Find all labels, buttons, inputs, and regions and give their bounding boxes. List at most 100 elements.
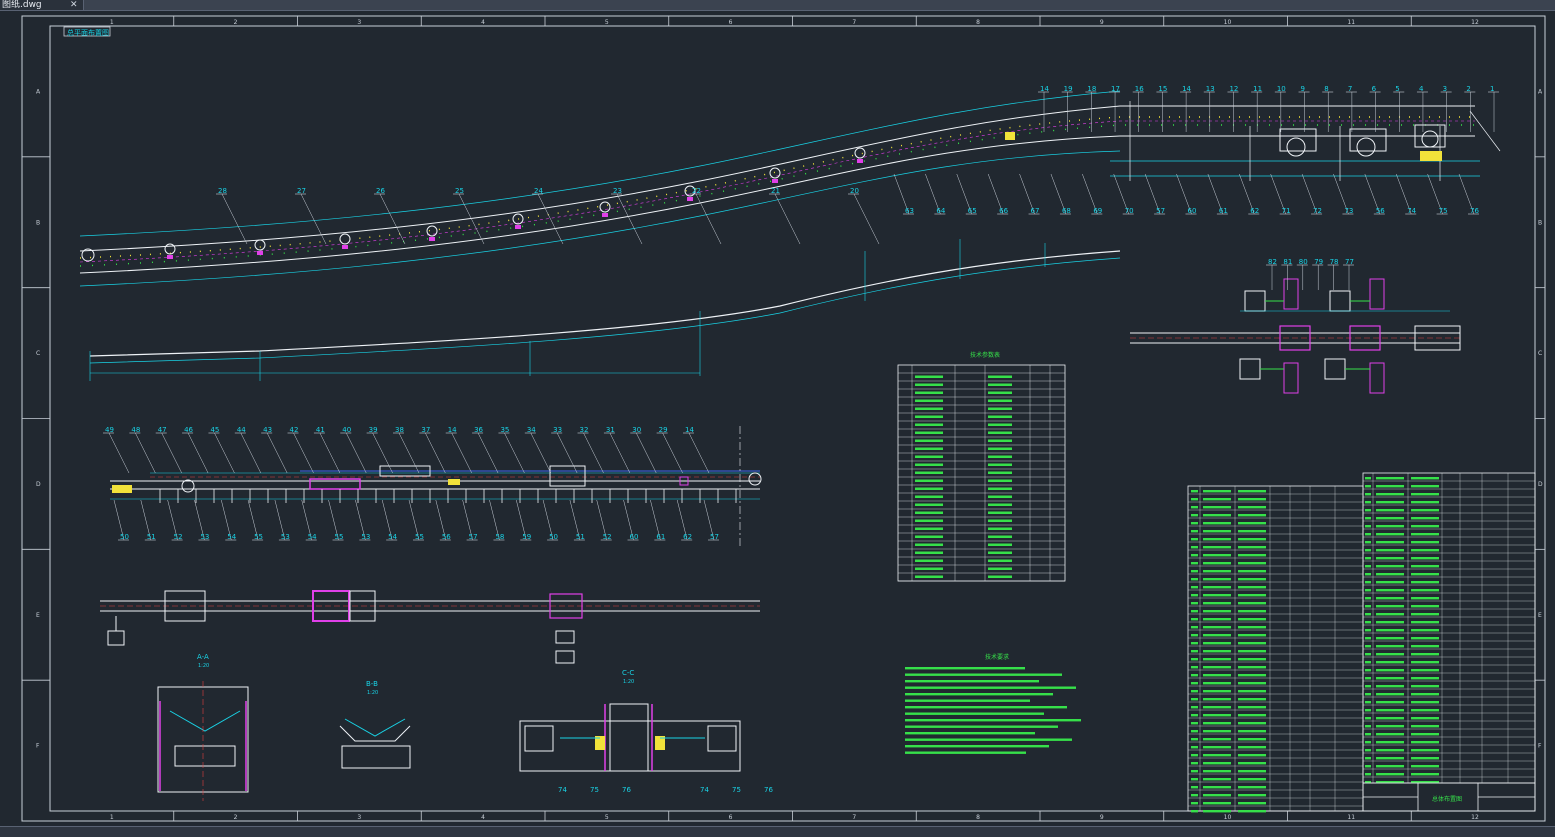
callout-leader (355, 499, 366, 541)
parts-text-placeholder (1203, 634, 1231, 637)
parts-text-placeholder (1203, 778, 1231, 781)
parts-text-placeholder (1191, 634, 1198, 637)
callout-number: 53 (361, 533, 370, 541)
parts-text-placeholder (1203, 746, 1231, 749)
parts-text-placeholder (1238, 722, 1266, 725)
parts-text-placeholder (1238, 602, 1266, 605)
parts-text-placeholder (1203, 714, 1231, 717)
parts-text-placeholder (1191, 738, 1198, 741)
parts-text-placeholder (1191, 642, 1198, 645)
parts-text-placeholder (1376, 741, 1404, 744)
document-tab[interactable]: 图纸.dwg ✕ (0, 0, 84, 10)
note-line (905, 693, 1053, 696)
parts-text-placeholder (1376, 749, 1404, 752)
parts-text-placeholder (1411, 485, 1439, 488)
parts-text-placeholder (1365, 637, 1371, 640)
parts-text-placeholder (1238, 514, 1266, 517)
parts-text-placeholder (1376, 589, 1404, 592)
parts-text-placeholder (1238, 754, 1266, 757)
table-text-placeholder (988, 415, 1012, 418)
note-line (905, 719, 1081, 722)
section-scale: 1:20 (367, 690, 378, 696)
table-text-placeholder (915, 423, 943, 426)
callout-leader (925, 173, 941, 215)
callout-number: 29 (659, 426, 668, 434)
parts-text-placeholder (1191, 698, 1198, 701)
callout-number: 11 (1253, 85, 1262, 93)
parts-text-placeholder (1203, 658, 1231, 661)
callout-number: 81 (1283, 258, 1292, 266)
parts-text-placeholder (1376, 685, 1404, 688)
idler-station (512, 213, 524, 225)
parts-text-placeholder (1203, 666, 1231, 669)
callout-leader (774, 193, 801, 245)
parts-text-placeholder (1191, 506, 1198, 509)
parts-text-placeholder (1203, 506, 1231, 509)
parts-text-placeholder (1238, 546, 1266, 549)
parts-text-placeholder (1365, 749, 1371, 752)
callout-leader (695, 193, 722, 245)
parts-text-placeholder (1376, 621, 1404, 624)
column-label: 10 (1224, 19, 1232, 26)
callout-number: 57 (1156, 207, 1165, 215)
callout-leader (1427, 173, 1443, 215)
callout-leader (987, 173, 1004, 215)
callout-number: 57 (469, 533, 478, 541)
table-text-placeholder (915, 535, 943, 538)
parts-text-placeholder (1238, 618, 1266, 621)
parts-text-placeholder (1238, 802, 1266, 805)
document-tab-title: 图纸.dwg (2, 0, 42, 10)
column-label: 7 (852, 19, 856, 26)
parts-text-placeholder (1365, 589, 1371, 592)
table-text-placeholder (988, 447, 1012, 450)
callout-number: 44 (237, 426, 246, 434)
parts-text-placeholder (1203, 786, 1231, 789)
callout-number: 35 (500, 426, 509, 434)
parts-text-placeholder (1365, 509, 1371, 512)
parts-text-placeholder (1411, 741, 1439, 744)
sheet-outer-border (21, 15, 1546, 822)
parts-text-placeholder (1411, 677, 1439, 680)
parts-text-placeholder (1411, 773, 1439, 776)
parts-text-placeholder (1411, 621, 1439, 624)
parts-text-placeholder (1411, 573, 1439, 576)
parts-text-placeholder (1376, 717, 1404, 720)
callout-number: 54 (227, 533, 236, 541)
table-text-placeholder (988, 455, 1012, 458)
parts-text-placeholder (1203, 650, 1231, 653)
section-a-a (157, 681, 249, 801)
callout-number: 40 (342, 426, 351, 434)
callout-number: 13 (1206, 85, 1215, 93)
parts-text-placeholder (1191, 706, 1198, 709)
parts-text-placeholder (1203, 722, 1231, 725)
callout-leader (688, 432, 710, 474)
idler-station (164, 243, 176, 255)
parts-text-placeholder (1365, 781, 1371, 784)
table-text-placeholder (988, 423, 1012, 426)
note-line (905, 706, 1067, 709)
parts-text-placeholder (1203, 586, 1231, 589)
column-label: 3 (357, 19, 361, 26)
callout-number: 16 (1135, 85, 1144, 93)
callout-number: 53 (200, 533, 209, 541)
table-text-placeholder (915, 471, 943, 474)
parts-text-placeholder (1191, 610, 1198, 613)
callout-number: 31 (606, 426, 615, 434)
callout-number: 59 (522, 533, 531, 541)
parts-text-placeholder (1203, 610, 1231, 613)
callout-number: 69 (1093, 207, 1102, 215)
column-label: 9 (1100, 814, 1104, 821)
parts-list-rows (1188, 473, 1535, 813)
parts-text-placeholder (1191, 618, 1198, 621)
parts-text-placeholder (1411, 541, 1439, 544)
close-icon[interactable]: ✕ (70, 0, 78, 10)
table-text-placeholder (915, 391, 943, 394)
callout-number: 2 (1466, 85, 1470, 93)
table-text-placeholder (988, 391, 1012, 394)
callout-number: 45 (210, 426, 219, 434)
table-text-placeholder (988, 575, 1012, 578)
callout-number: 25 (455, 187, 464, 195)
